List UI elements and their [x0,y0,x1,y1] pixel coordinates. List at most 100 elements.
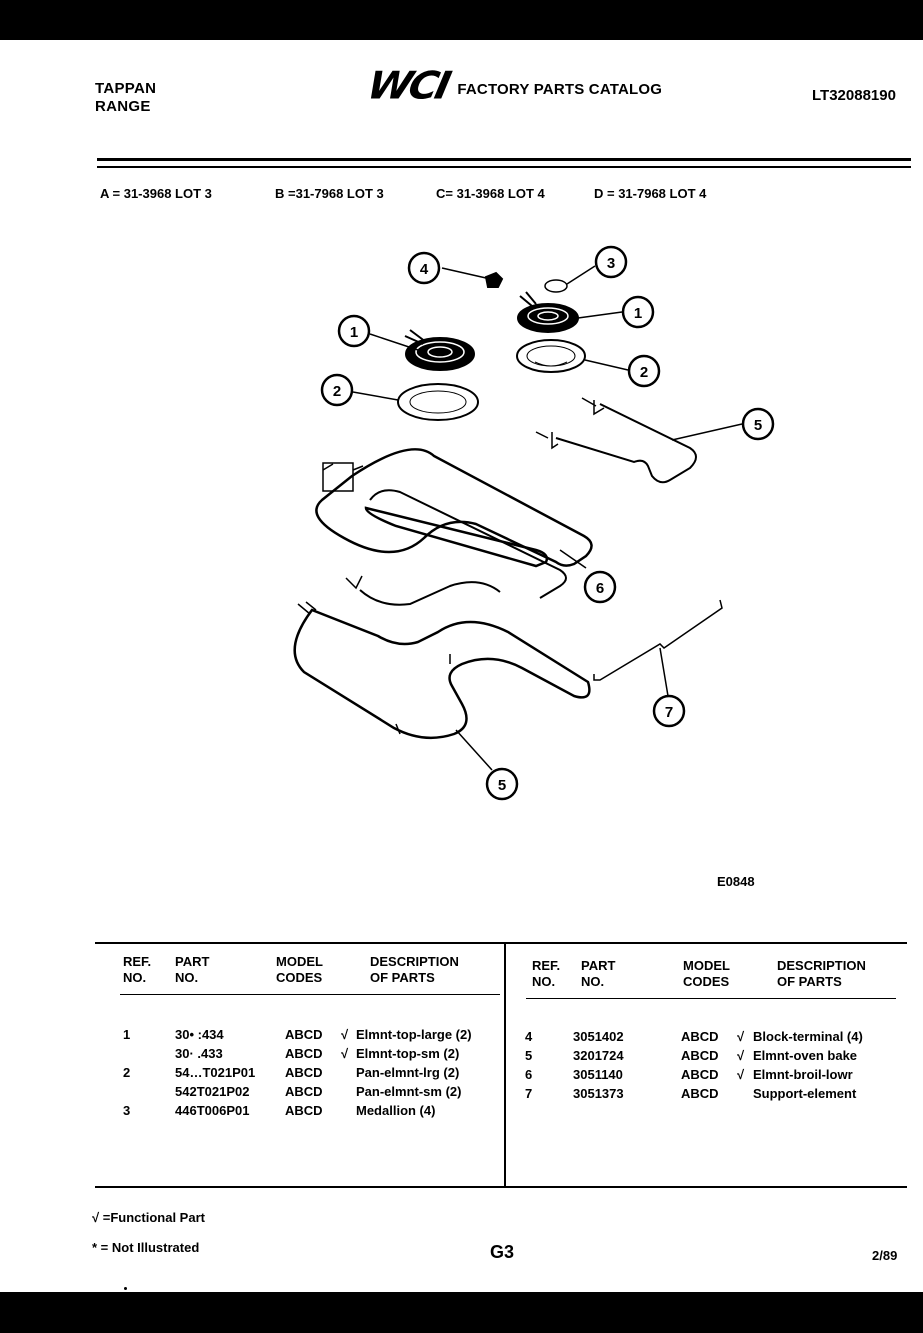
callout-2-right: 2 [627,354,661,388]
row-desc: Pan-elmnt-sm (2) [356,1084,462,1099]
header-part-left: PART NO. [175,954,210,985]
table-header-rule-left [120,994,500,995]
row-model: ABCD [285,1084,323,1099]
callout-label: 5 [498,777,506,794]
callout-1-left: 1 [337,314,371,348]
callout-label: 7 [665,704,673,721]
catalog-header: WCI FACTORY PARTS CATALOG [363,64,663,108]
table-center-divider [504,942,506,1188]
lot-b: B =31-7968 LOT 3 [275,186,384,201]
row-model: ABCD [681,1067,719,1082]
row-part: 542T021P02 [175,1084,250,1099]
row-model: ABCD [681,1086,719,1101]
row-part: 3051140 [573,1067,623,1082]
row-model: ABCD [285,1027,323,1042]
catalog-date: 2/89 [872,1248,898,1263]
table-bottom-rule [95,1186,907,1188]
row-part: 30· .433 [175,1046,223,1061]
row-part: 3051402 [573,1029,624,1044]
catalog-code: LT32088190 [812,87,896,104]
lot-c: C= 31-3968 LOT 4 [436,186,545,201]
lot-d: D = 31-7968 LOT 4 [594,186,707,201]
brand-line-2: RANGE [95,98,151,115]
callout-6: 6 [583,570,617,604]
callout-3: 3 [594,245,628,279]
header-part-right: PART NO. [581,958,616,989]
top-black-band [0,0,923,40]
oven-bake-element-lower-part [293,575,591,771]
table-header-rule-right [526,998,896,999]
exploded-parts-diagram: 4 3 1 1 2 2 5 6 7 5 [293,245,775,801]
row-ref: 2 [123,1065,131,1080]
row-desc: Support-element [753,1086,857,1101]
callouts: 4 3 1 1 2 2 5 6 7 5 [320,245,775,801]
header-rule-thick [97,158,911,161]
row-ref: 4 [525,1029,533,1044]
callout-5-lower: 5 [485,767,519,801]
not-illustrated-legend: * = Not Illustrated [92,1240,200,1255]
row-part: 446T006P01 [175,1103,250,1118]
lot-a: A = 31-3968 LOT 3 [100,186,212,201]
functional-check: √ [341,1046,349,1061]
row-desc: Elmnt-top-sm (2) [356,1046,460,1061]
callout-2-left: 2 [320,373,354,407]
row-model: ABCD [285,1103,323,1118]
header-ref-left: REF. NO. [123,954,152,985]
functional-check: √ [341,1027,349,1042]
support-element-part [593,599,723,697]
row-model: ABCD [285,1046,323,1061]
callout-label: 1 [634,305,642,322]
row-ref: 7 [525,1086,533,1101]
bottom-black-band [0,1292,923,1333]
row-desc: Elmnt-oven bake [753,1048,858,1063]
callout-label: 3 [607,255,615,272]
callout-label: 1 [350,324,358,341]
row-desc: Pan-elmnt-lrg (2) [356,1065,460,1080]
callout-7: 7 [652,694,686,728]
row-ref: 3 [123,1103,131,1118]
small-pan-part [516,339,629,373]
row-ref: 1 [123,1027,131,1042]
broil-element-part [315,448,593,599]
large-pan-part [352,383,479,421]
table-top-rule [95,942,907,944]
brand-block: TAPPAN RANGE [95,80,156,116]
catalog-title: FACTORY PARTS CATALOG [457,80,663,98]
scan-speck [124,1287,127,1290]
callout-5-upper: 5 [741,407,775,441]
parts-table: REF. NO. PART NO. MODEL CODES DESCRIPTIO… [95,942,907,1188]
row-ref: 5 [525,1048,533,1063]
row-desc: Medallion (4) [356,1103,436,1118]
row-desc: Block-terminal (4) [753,1029,863,1044]
callout-label: 6 [596,580,604,597]
row-model: ABCD [285,1065,323,1080]
callout-4: 4 [407,251,441,285]
row-part: 3201724 [573,1048,624,1063]
callout-label: 4 [420,261,429,278]
functional-check: √ [737,1067,745,1082]
functional-check: √ [737,1048,745,1063]
figure-code: E0848 [717,874,755,889]
callout-1-right: 1 [621,295,655,329]
callout-label: 2 [640,364,648,381]
row-desc: Elmnt-broil-lowr [753,1067,853,1082]
small-top-element-part [369,329,475,371]
row-model: ABCD [681,1048,719,1063]
header-model-right: MODEL CODES [683,958,730,989]
row-part: 54…T021P01 [175,1065,256,1080]
row-part: 3051373 [573,1086,624,1101]
callout-label: 2 [333,383,341,400]
brand-line-1: TAPPAN [95,80,157,97]
header-desc-right: DESCRIPTION OF PARTS [777,958,866,989]
oven-bake-element-upper-part [535,397,743,484]
header-rule-thin [97,166,911,168]
row-model: ABCD [681,1029,719,1044]
page-number: G3 [490,1242,515,1262]
header-ref-right: REF. NO. [532,958,561,989]
row-part: 30• :434 [175,1027,224,1042]
row-ref: 6 [525,1067,533,1082]
functional-part-legend: √ =Functional Part [92,1210,205,1225]
row-desc: Elmnt-top-large (2) [356,1027,472,1042]
medallion-part [544,265,596,293]
header-desc-left: DESCRIPTION OF PARTS [370,954,459,985]
